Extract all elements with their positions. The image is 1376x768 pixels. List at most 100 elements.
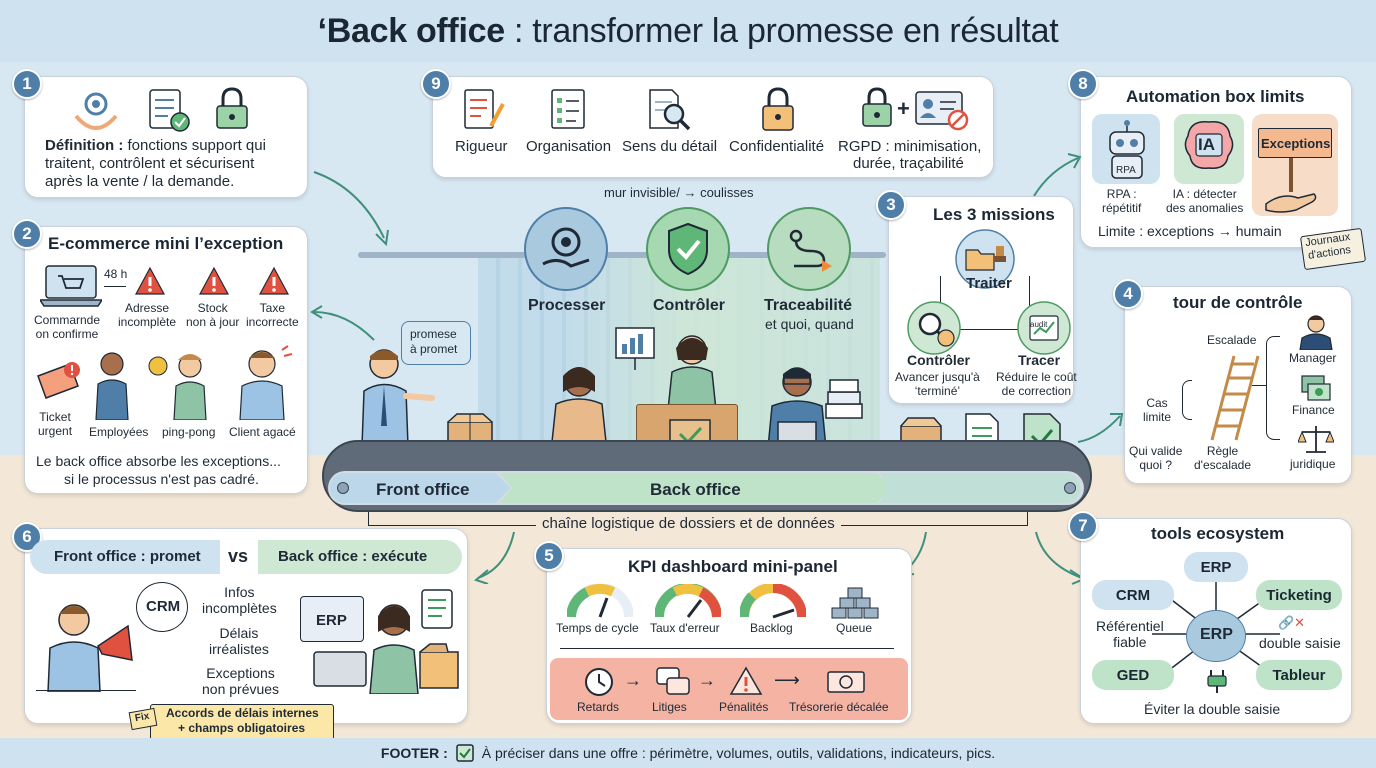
audit-tag: audit — [1030, 320, 1048, 329]
front-banner — [30, 540, 220, 574]
tracer-circle-icon — [1016, 300, 1072, 356]
delay-label: 48 h — [104, 267, 128, 281]
step-number-9: 9 — [421, 69, 451, 99]
kpi-backlog: Backlog — [750, 621, 793, 635]
arrow-definition-to-center — [313, 171, 389, 247]
tool-ticketing: Ticketing — [1256, 580, 1342, 610]
clock-icon — [583, 666, 615, 698]
arrow-center-to-card6 — [473, 531, 515, 584]
queue-bricks-icon — [830, 586, 880, 620]
fix-note — [150, 704, 334, 740]
angry-client-icon — [232, 344, 296, 420]
exceptions-sign — [1258, 128, 1332, 158]
kpi-cycle: Temps de cycle — [556, 621, 639, 635]
checklist-pen-icon — [461, 86, 505, 132]
ecommerce-footer-2: si le processus n'est pas cadré. — [64, 471, 259, 487]
brain-icon — [1180, 118, 1238, 174]
tool-erp-top: ERP — [1184, 552, 1248, 582]
magnifier-document-icon — [646, 86, 692, 132]
effect-retards: Retards — [577, 700, 620, 714]
automation-limit: Limite : exceptions → humain — [1098, 223, 1282, 239]
folder-stack-icon — [418, 642, 460, 690]
tools-hub-lines — [1148, 576, 1288, 692]
traceability-sub: et quoi, quand — [765, 316, 854, 332]
warning-icon-2 — [198, 266, 230, 296]
id-card-icon — [914, 86, 970, 132]
tools-footer: Éviter la double saisie — [1144, 701, 1281, 717]
dispute-icon — [655, 666, 691, 698]
qualities-card — [432, 76, 994, 178]
tool-erp-hub — [1186, 610, 1246, 662]
ticket-icon — [36, 360, 82, 402]
belt-front-segment — [330, 473, 510, 503]
ecommerce-title: E-commerce mini l’exception — [48, 234, 284, 253]
belt-front-label: Front office — [376, 480, 470, 499]
warning-icon-3 — [258, 266, 290, 296]
belt-back-label: Back office — [650, 480, 741, 499]
robot-icon — [1100, 118, 1154, 180]
rgpd-line1: RGPD : minimisation, — [838, 138, 982, 155]
step-number-7: 7 — [1068, 511, 1098, 541]
effect-treasury: Trésorerie décalée — [789, 700, 889, 714]
traiter-circle-icon — [954, 228, 1016, 290]
kpi-queue: Queue — [836, 621, 873, 635]
front-banner-label: Front office : promet — [54, 548, 201, 565]
control-tower-title: tour de contrôle — [1173, 293, 1303, 312]
gear-hands-icon — [72, 86, 120, 134]
erp-screen-label: ERP — [316, 612, 347, 629]
rgpd-lock-icon — [860, 86, 894, 130]
padlock-icon — [758, 86, 798, 132]
erp-screen — [300, 596, 364, 642]
finance-label: Finance — [1292, 403, 1335, 417]
step-number-5: 5 — [534, 541, 564, 571]
back-office-worker-icon — [312, 598, 432, 694]
card6-floor — [36, 690, 136, 691]
effect-arrow-1: → — [624, 670, 642, 690]
checklist-icon — [144, 86, 192, 134]
step-number-1: 1 — [12, 69, 42, 99]
juridique-label: juridique — [1290, 457, 1336, 471]
escalation-stem — [1252, 385, 1266, 386]
belt-end-segment — [880, 473, 1080, 503]
quality-detail: Sens du détail — [622, 138, 718, 155]
arrow-center-to-control — [1077, 413, 1124, 443]
definition-line3: après la vente / la demande. — [45, 173, 235, 190]
belt-back-segment — [500, 473, 892, 503]
ia-tag: IA — [1198, 135, 1215, 154]
controler-mission-label: Contrôler — [907, 352, 970, 368]
controler-circle — [645, 206, 731, 292]
link-broken-icon: 🔗✕ — [1278, 615, 1306, 630]
page-title: ‘Back office : transformer la promesse e… — [317, 11, 1059, 50]
plug-icon — [1205, 668, 1229, 694]
tool-erp-hub-label: ERP — [1200, 626, 1233, 643]
tool-crm: CRM — [1092, 580, 1174, 610]
warning-icon — [134, 266, 166, 296]
traceability-label: Traceabilité — [764, 297, 853, 314]
exceptions-label: Exceptions — [1261, 136, 1331, 151]
step-number-3: 3 — [876, 190, 906, 220]
fix-label: Fix — [134, 710, 151, 725]
effect-penalties: Pénalités — [719, 700, 769, 714]
footer-bar: FOOTER : À préciser dans une offre : pér… — [0, 738, 1376, 768]
controler-circle-icon — [906, 300, 962, 356]
worker-laptop-icon — [762, 362, 832, 448]
controler-label: Contrôler — [653, 297, 725, 314]
gauge-cycle-icon — [567, 584, 633, 620]
effect-arrow-3: ⟶ — [774, 670, 800, 690]
automation-title: Automation box limits — [1126, 87, 1305, 106]
belt-roller-left — [337, 482, 349, 494]
curtain-rod — [358, 252, 886, 258]
promise-bubble-line1: promese — [410, 327, 457, 341]
crm-bubble-label: CRM — [146, 598, 181, 615]
processer-circle — [523, 206, 609, 292]
chart-board-icon — [614, 326, 656, 370]
controler-mission-sub: Avancer jusqu'à‘terminé’ — [895, 370, 980, 398]
